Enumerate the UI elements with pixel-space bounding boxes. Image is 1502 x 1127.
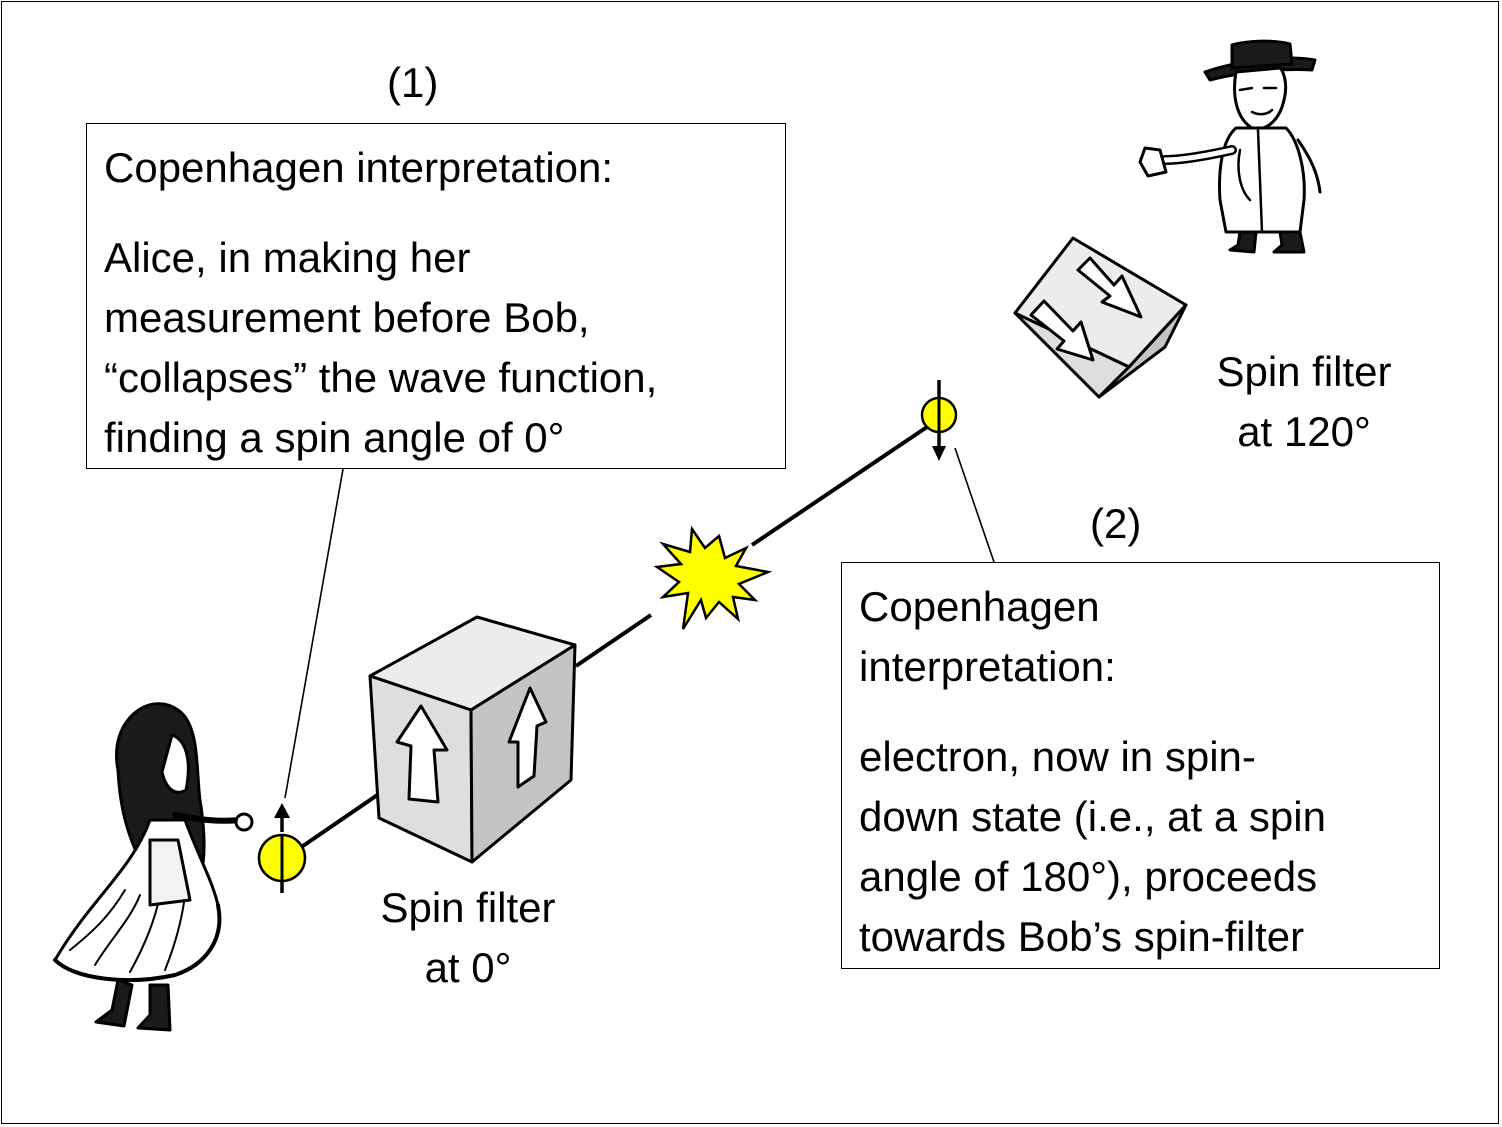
spin-filter-120-cube-icon: [1013, 236, 1188, 399]
spin-filter-120-label: Spin filter at 120°: [1176, 342, 1432, 462]
box1-line: finding a spin angle of 0°: [104, 414, 565, 461]
annotation-box-alice: Copenhagen interpretation: Alice, in mak…: [86, 123, 786, 469]
leader-line-1: [284, 468, 344, 799]
spin-filter-0-label: Spin filter at 0°: [340, 878, 596, 998]
step-number-2: (2): [1090, 500, 1142, 547]
alice-figure-icon: [53, 702, 254, 1032]
bob-figure-icon: [1138, 39, 1322, 254]
box2-body: electron, now in spin- down state (i.e.,…: [859, 727, 1439, 967]
box2-heading-line: interpretation:: [859, 643, 1116, 690]
box2-line: towards Bob’s spin-filter: [859, 913, 1305, 960]
leader-line-2: [954, 447, 995, 563]
path-segment-source-left: [574, 613, 653, 668]
box1-line: Alice, in making her: [104, 234, 471, 281]
pair-source-starburst-icon: [653, 525, 773, 630]
annotation-box-bob: Copenhagen interpretation: electron, now…: [841, 562, 1440, 969]
spin-filter-0-cube-icon: [368, 615, 577, 864]
spin-filter-120-label-line: at 120°: [1237, 408, 1371, 455]
spin-filter-0-label-line: Spin filter: [380, 884, 556, 931]
box2-line: down state (i.e., at a spin: [859, 793, 1326, 840]
electron-spin-down-icon: [920, 380, 958, 461]
box1-line: measurement before Bob,: [104, 294, 590, 341]
spin-filter-120-label-line: Spin filter: [1216, 348, 1392, 395]
box1-heading: Copenhagen interpretation:: [104, 144, 614, 191]
box1-body: Alice, in making her measurement before …: [104, 228, 785, 468]
box2-line: angle of 180°), proceeds: [859, 853, 1318, 900]
electron-spin-up-icon: [257, 803, 307, 893]
spin-filter-0-label-line: at 0°: [424, 944, 512, 991]
box1-line: “collapses” the wave function,: [104, 354, 658, 401]
step-number-1: (1): [387, 59, 439, 106]
box2-heading-line: Copenhagen: [859, 583, 1100, 630]
box2-line: electron, now in spin-: [859, 733, 1256, 780]
path-segment-source-right: [750, 423, 932, 547]
